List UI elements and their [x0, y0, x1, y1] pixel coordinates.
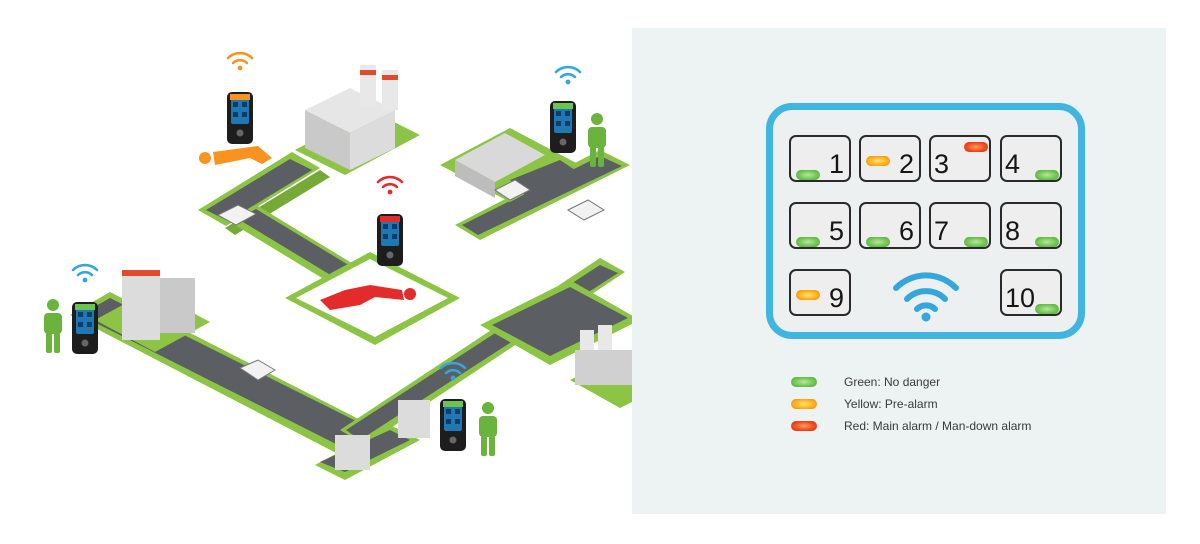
office-towers-left — [95, 270, 210, 352]
cell-number: 9 — [828, 283, 844, 313]
man-down-worker-red — [320, 285, 416, 310]
factory-top — [295, 65, 420, 175]
warehouse-top-right — [440, 128, 580, 202]
status-cell-4: 4 — [1000, 135, 1062, 182]
gas-detector-center — [376, 175, 404, 266]
cell-number: 7 — [934, 216, 950, 246]
legend-label: Green: No danger — [844, 375, 941, 389]
gas-detector-top-right — [550, 65, 582, 153]
cell-number: 10 — [1005, 283, 1036, 313]
legend-swatch-yellow — [791, 399, 817, 409]
cell-number: 3 — [934, 149, 950, 179]
cell-number: 6 — [898, 216, 914, 246]
gas-detector-top-left — [226, 51, 254, 144]
cell-number: 5 — [828, 216, 844, 246]
gatehouse-bottom — [335, 400, 430, 470]
legend-swatch-green — [791, 377, 817, 387]
cell-number: 8 — [1005, 216, 1021, 246]
status-led — [866, 156, 890, 166]
status-cell-7: 7 — [929, 202, 991, 249]
truck-icons — [216, 179, 606, 381]
cell-number: 4 — [1005, 149, 1021, 179]
status-led — [796, 237, 820, 247]
status-led — [1035, 170, 1059, 180]
status-led — [964, 142, 988, 152]
worker-left — [44, 299, 62, 353]
status-led — [796, 170, 820, 180]
worker-bottom — [479, 402, 497, 456]
cell-number: 2 — [898, 149, 914, 179]
legend-swatch-red — [791, 421, 817, 431]
status-cell-6: 6 — [859, 202, 921, 249]
status-cell-1: 1 — [789, 135, 851, 182]
status-cell-2: 2 — [859, 135, 921, 182]
status-cell-9: 9 — [789, 269, 851, 316]
status-cell-10: 10 — [1000, 269, 1062, 316]
legend-label: Red: Main alarm / Man-down alarm — [844, 419, 1032, 433]
status-led — [1035, 304, 1059, 314]
legend-label: Yellow: Pre-alarm — [844, 397, 938, 411]
status-cell-3: 3 — [929, 135, 991, 182]
wifi-icon — [893, 272, 959, 322]
status-led — [1035, 237, 1059, 247]
gas-detector-bottom — [439, 361, 467, 451]
status-led — [964, 237, 988, 247]
status-cell-5: 5 — [789, 202, 851, 249]
man-down-worker-orange — [199, 146, 272, 165]
status-cell-8: 8 — [1000, 202, 1062, 249]
cell-number: 1 — [828, 149, 844, 179]
status-led — [796, 290, 820, 300]
status-led — [866, 237, 890, 247]
gas-detector-left — [71, 263, 99, 354]
